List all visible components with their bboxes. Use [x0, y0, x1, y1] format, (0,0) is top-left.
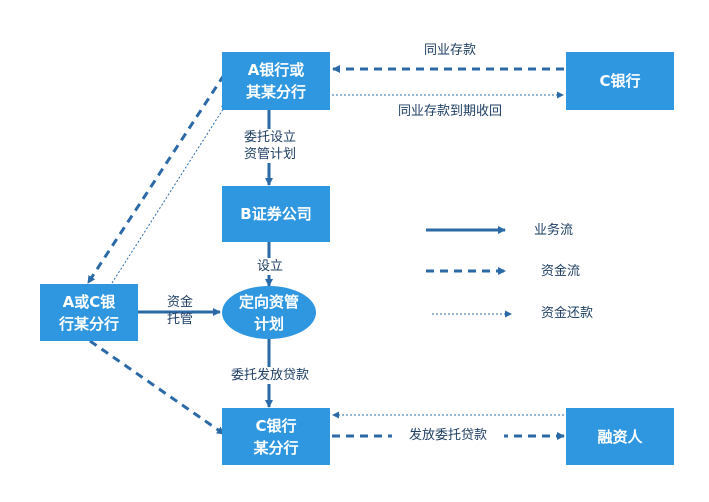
label-interbank-deposit: 同业存款	[423, 43, 476, 58]
node-borrower: 融资人	[566, 408, 674, 465]
label-entrust-set-plan: 委托设立 资管计划	[230, 129, 310, 163]
node-ac-bank: A或C银 行某分行	[40, 284, 138, 341]
label-custody: 资金 托管	[166, 295, 193, 327]
node-b-securities: B证券公司	[222, 186, 330, 242]
legend-repay-label: 资金还款	[541, 306, 594, 321]
legend-fund-label: 资金流	[541, 264, 581, 279]
label-entrust-issue-loan: 委托发放贷款	[218, 367, 322, 384]
node-plan: 定向资管 计划	[222, 286, 316, 339]
edge-ac-to-cbranch	[89, 339, 225, 436]
edge-a-to-ac	[86, 74, 226, 284]
node-a-bank: A银行或 其某分行	[222, 52, 330, 110]
legend-business-label: 业务流	[534, 223, 574, 238]
label-deposit-recovery: 同业存款到期收回	[397, 104, 502, 119]
label-issue-entrust-loan: 发放委托贷款	[392, 427, 504, 444]
label-setup: 设立	[250, 258, 290, 275]
node-c-branch: C银行 某分行	[222, 408, 330, 465]
edge-ac-to-a	[111, 102, 228, 284]
node-c-bank: C银行	[566, 52, 674, 110]
